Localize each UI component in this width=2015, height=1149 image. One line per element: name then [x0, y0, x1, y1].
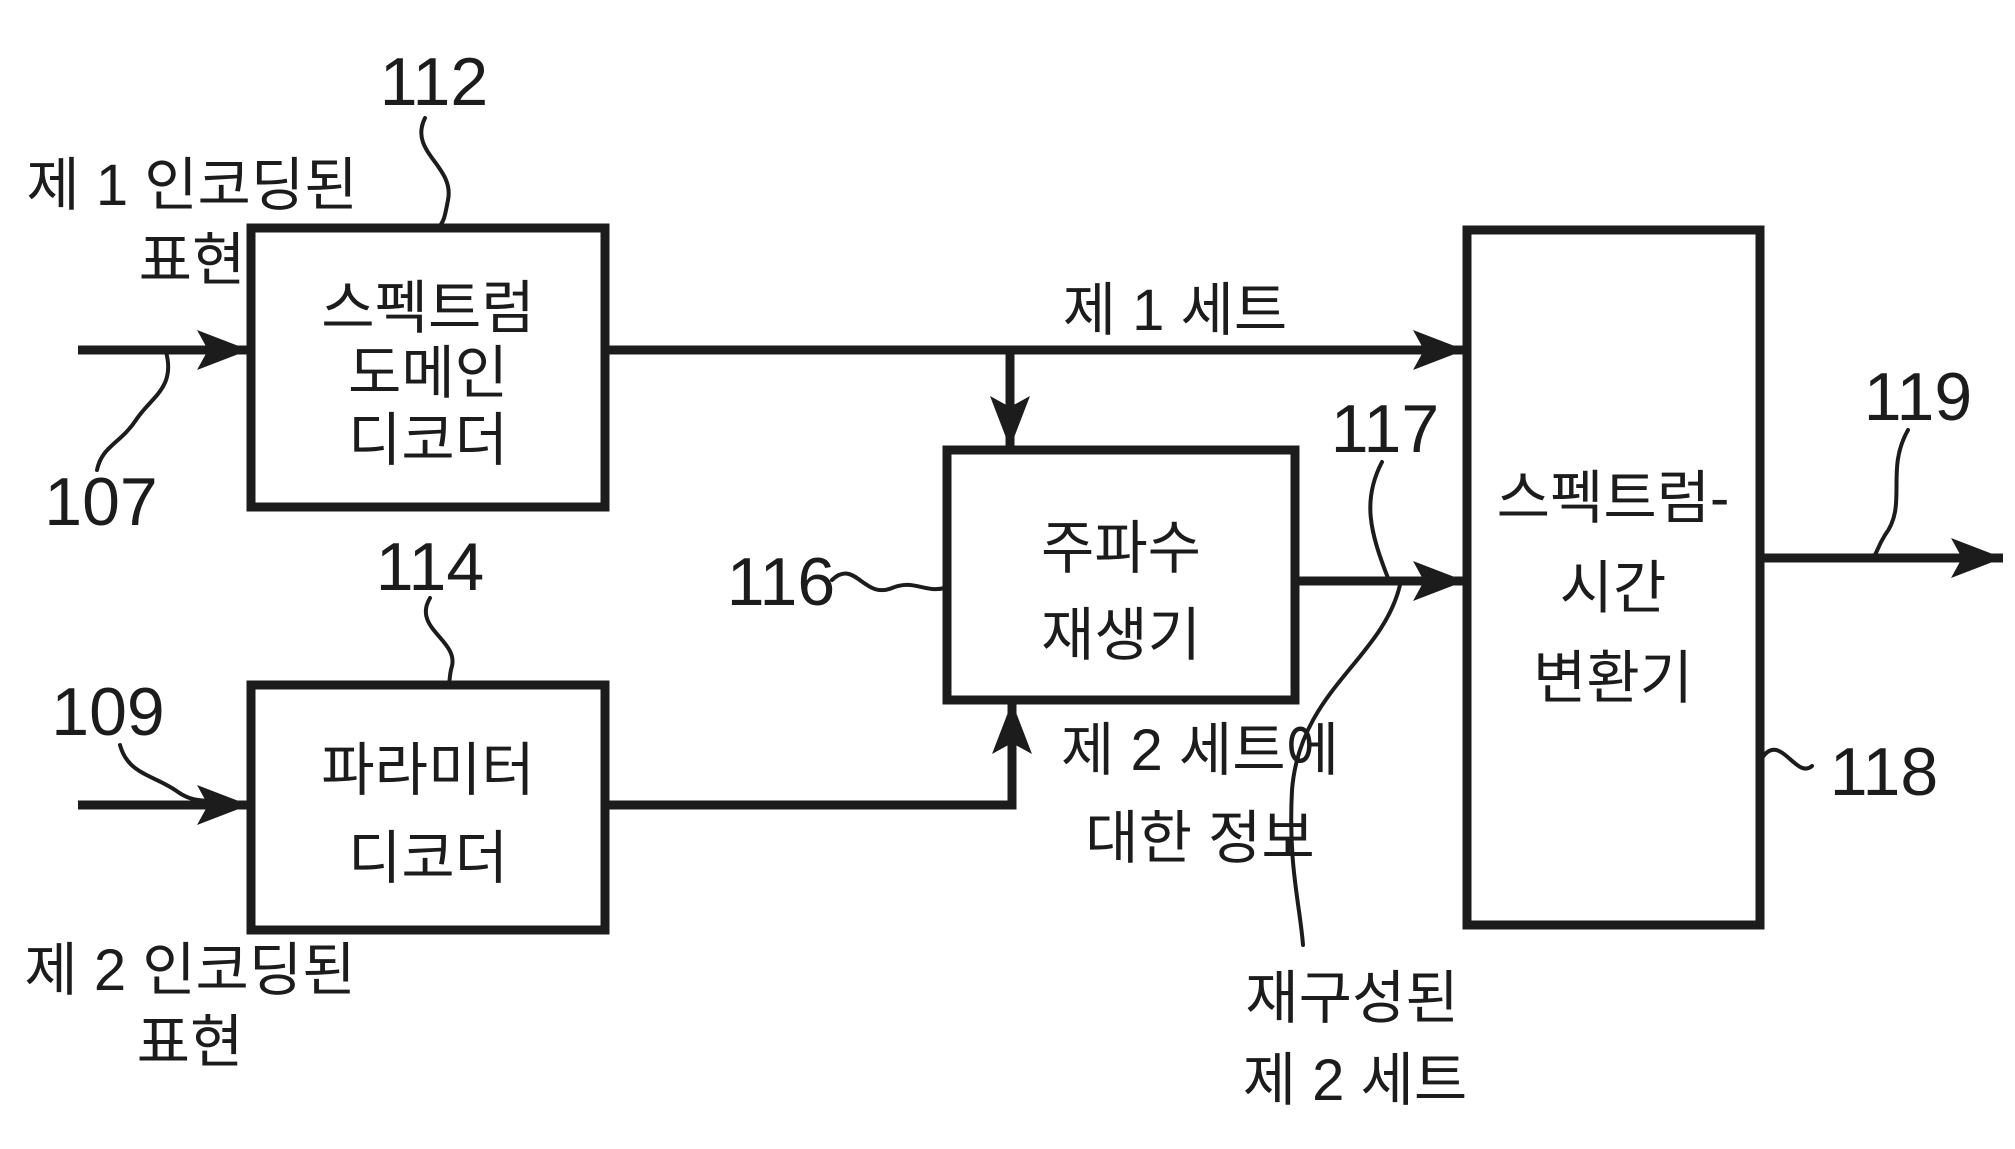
- leader-114: [423, 596, 455, 687]
- label-first-encoded-representation-line1: 제 1 인코딩된: [26, 153, 357, 218]
- spectral-domain-decoder-label-line1: 스펙트럼: [321, 276, 534, 341]
- spectral-domain-decoder-label-line3: 디코더: [348, 408, 508, 473]
- ref-118: 118: [1830, 734, 1938, 810]
- leader-reconstructed-second-set: [1289, 583, 1402, 947]
- ref-119: 119: [1864, 359, 1972, 435]
- ref-114: 114: [376, 529, 484, 605]
- frequency-regenerator-box: [942, 445, 1300, 705]
- ref-109: 109: [51, 674, 164, 750]
- arrow-parameter-info-to-regenerator: [605, 702, 1032, 810]
- ref-116: 116: [727, 544, 835, 620]
- ref-107: 107: [44, 464, 157, 540]
- ref-117: 117: [1331, 391, 1439, 467]
- parameter-decoder-label-line1: 파라미터: [321, 738, 534, 803]
- leader-112: [419, 116, 451, 230]
- spectral-domain-decoder-box: [246, 223, 610, 512]
- spectrum-time-converter-label-line1: 스펙트럼-: [1497, 466, 1730, 531]
- spectrum-time-converter-label-line3: 변환기: [1533, 646, 1693, 711]
- label-info-about-second-set-line1: 제 2 세트에: [1061, 718, 1339, 783]
- label-reconstructed-second-set-line1: 재구성된: [1245, 966, 1458, 1031]
- label-info-about-second-set-line2: 대한 정보: [1085, 806, 1315, 871]
- leader-109: [118, 743, 226, 805]
- leader-118: [1760, 747, 1814, 771]
- frequency-regenerator-label-line1: 주파수: [1041, 516, 1201, 581]
- spectral-domain-decoder-label-line2: 도메인: [348, 341, 508, 406]
- label-second-encoded-representation-line1: 제 2 인코딩된: [24, 938, 355, 1003]
- leader-117: [1368, 460, 1390, 580]
- spectrum-time-converter-label-line2: 시간: [1560, 556, 1667, 621]
- label-first-encoded-representation-line2: 표현: [139, 228, 246, 293]
- ref-112: 112: [380, 44, 488, 120]
- label-second-encoded-representation-line2: 표현: [137, 1010, 244, 1075]
- leader-107: [95, 350, 171, 472]
- spectrum-time-converter-box: [1462, 225, 1765, 930]
- parameter-decoder-label-line2: 디코더: [348, 826, 508, 891]
- frequency-regenerator-label-line2: 재생기: [1041, 603, 1201, 668]
- leader-119: [1872, 428, 1910, 558]
- label-first-set: 제 1 세트: [1063, 278, 1288, 343]
- leader-116: [830, 571, 947, 593]
- label-reconstructed-second-set-line2: 제 2 세트: [1243, 1048, 1468, 1113]
- parameter-decoder-box: [246, 680, 610, 935]
